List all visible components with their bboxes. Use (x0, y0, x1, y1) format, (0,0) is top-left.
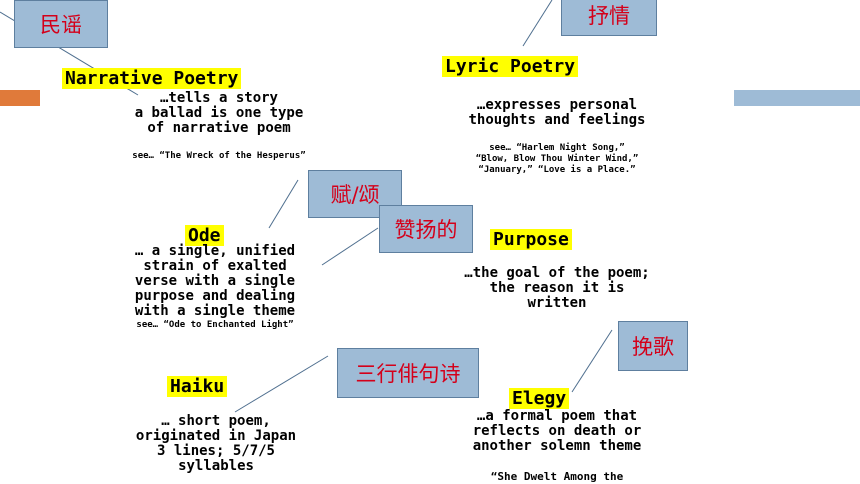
lyric-poetry-heading: Lyric Poetry (442, 56, 579, 77)
connector-shuqing (522, 0, 553, 47)
blue-accent-bar (734, 90, 860, 106)
callout-haiku-label: 三行俳句诗 (355, 362, 461, 386)
haiku-heading: Haiku (167, 376, 228, 397)
narrative-poetry-see: see… “The Wreck of the Hesperus” (132, 151, 306, 161)
purpose-heading: Purpose (490, 229, 572, 250)
elegy-see: “She Dwelt Among the (490, 470, 624, 483)
callout-minyao-label: 民谣 (40, 13, 82, 37)
narrative-poetry-heading: Narrative Poetry (62, 68, 242, 89)
callout-zanyang-label: 赞扬的 (394, 218, 458, 242)
lyric-poetry-see: see… “Harlem Night Song,” “Blow, Blow Th… (475, 143, 639, 175)
connector-zanyang (321, 227, 379, 266)
ode-text: … a single, unified strain of exalted ve… (134, 243, 296, 319)
haiku-text: … short poem, originated in Japan 3 line… (135, 413, 297, 474)
callout-wange: 挽歌 (618, 321, 688, 371)
callout-fusong-label: 赋/颂 (330, 183, 380, 207)
ode-heading: Ode (185, 225, 224, 246)
callout-zanyang: 赞扬的 (379, 205, 473, 253)
callout-shuqing: 抒情 (561, 0, 657, 36)
narrative-poetry-text: …tells a story a ballad is one type of n… (134, 90, 304, 136)
elegy-heading: Elegy (509, 388, 570, 409)
connector-wange (571, 329, 613, 393)
callout-shuqing-label: 抒情 (588, 4, 630, 28)
elegy-text: …a formal poem that reflects on death or… (472, 408, 642, 454)
connector-haiku (234, 355, 329, 413)
callout-haiku: 三行俳句诗 (337, 348, 479, 398)
ode-see: see… “Ode to Enchanted Light” (136, 320, 294, 330)
orange-accent-bar (0, 90, 40, 106)
callout-wange-label: 挽歌 (632, 335, 674, 359)
purpose-text: …the goal of the poem; the reason it is … (464, 265, 650, 311)
callout-minyao: 民谣 (14, 0, 108, 48)
lyric-poetry-text: …expresses personal thoughts and feeling… (468, 97, 646, 128)
connector-fusong (268, 179, 299, 229)
